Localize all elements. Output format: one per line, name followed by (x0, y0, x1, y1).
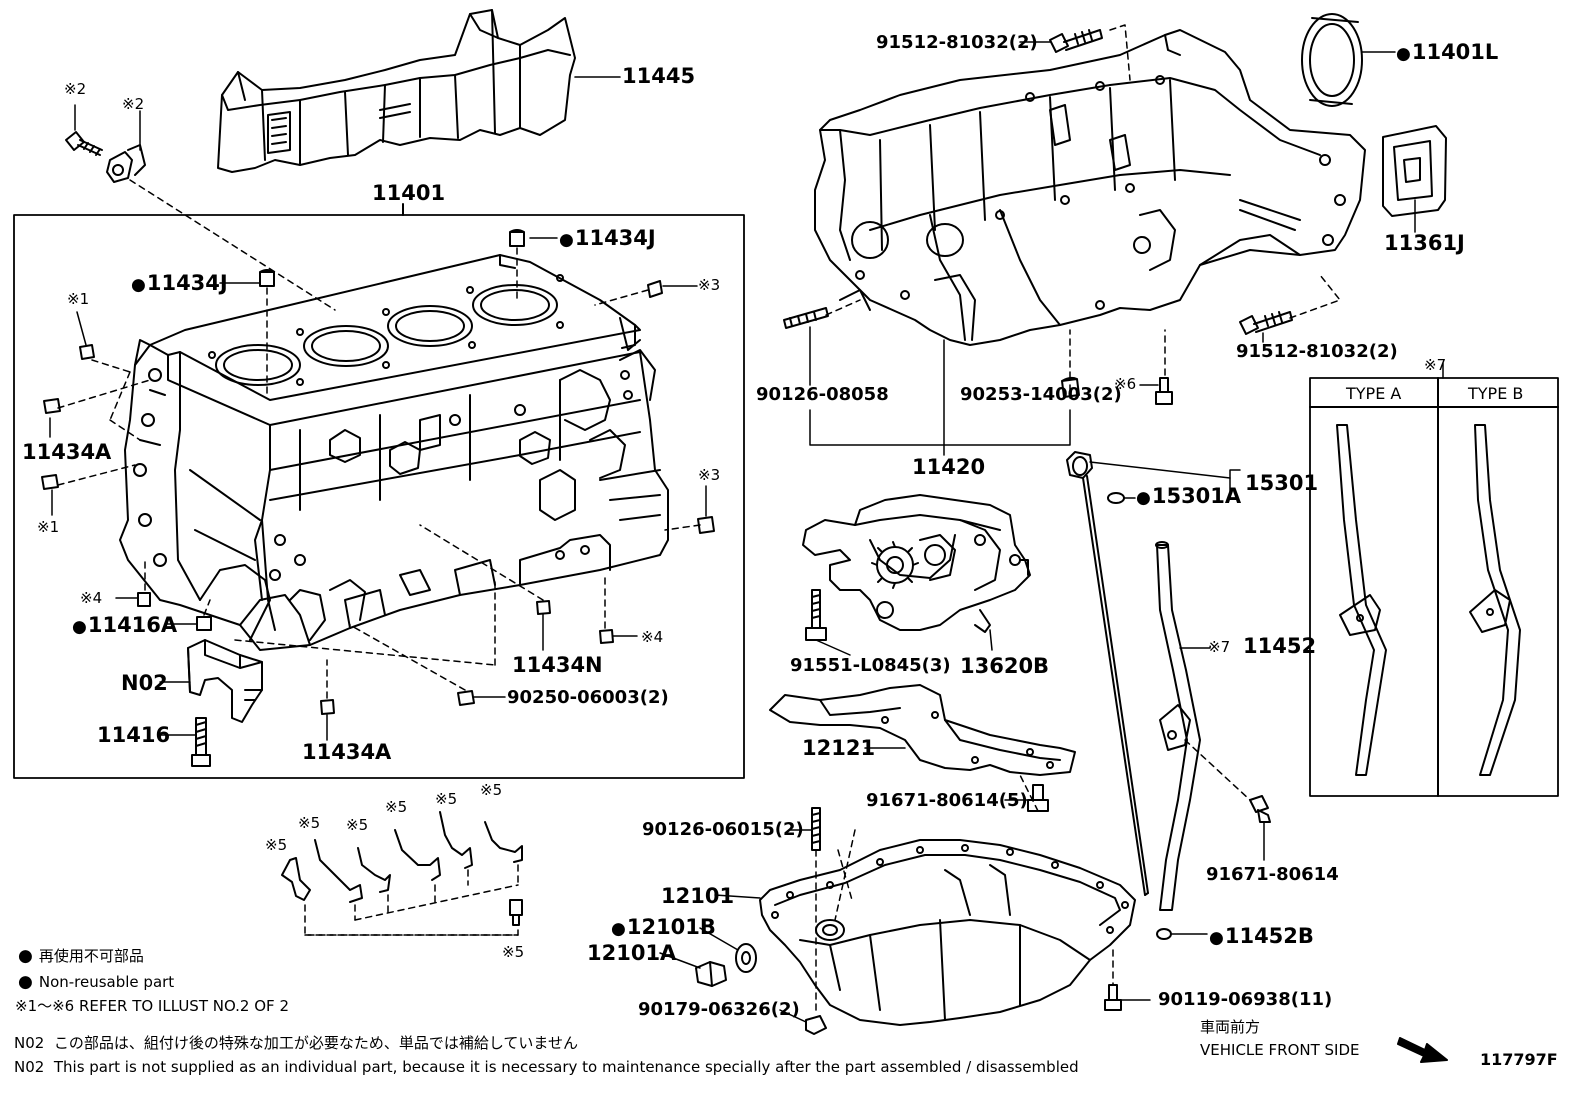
label-11434A-a: 11434A (22, 440, 112, 464)
ref-mark-5e: ※5 (435, 790, 458, 808)
label-11401L: 11401L (1396, 42, 1498, 63)
type-b-guide (1469, 424, 1521, 776)
type-a-header: TYPE A (1346, 384, 1402, 403)
label-12101: 12101 (661, 884, 735, 908)
ref-mark-6: ※6 (1114, 375, 1137, 393)
label-91671-5: 91671-80614(5) (866, 790, 1028, 811)
label-91551: 91551-L0845(3) (790, 655, 951, 676)
bolt-ref6 (1155, 377, 1173, 405)
nut-90179 (805, 1015, 827, 1035)
ref-mark-5g: ※5 (502, 943, 525, 961)
bearing-cap-n02 (159, 639, 263, 767)
ref-mark-4b: ※4 (641, 628, 664, 646)
label-11452B: 11452B (1209, 926, 1314, 947)
oil-pump-13620B (802, 494, 1031, 633)
label-90119: 90119-06938(11) (1158, 989, 1333, 1010)
legend-refer: ※1～※6 REFER TO ILLUST NO.2 OF 2 (15, 997, 289, 1015)
label-90253: 90253-14003(2) (960, 384, 1122, 405)
ref-mark-5d: ※5 (385, 798, 408, 816)
ref-mark-2a: ※2 (64, 80, 87, 98)
bolt-91512-bottom (1239, 311, 1293, 335)
ref-mark-2b: ※2 (122, 95, 145, 113)
ref-mark-1b: ※1 (37, 518, 60, 536)
stud-90126-06015 (811, 807, 821, 851)
label-11401: 11401 (372, 181, 446, 205)
ref-mark-1a: ※1 (67, 290, 90, 308)
dipstick-15301 (1066, 451, 1241, 896)
type-box (1309, 362, 1559, 797)
bolt-90119 (1104, 984, 1122, 1011)
label-11416A: 11416A (72, 615, 177, 636)
label-11445: 11445 (622, 64, 696, 88)
bolt-91671-5 (1027, 784, 1049, 812)
label-90250: 90250-06003(2) (507, 687, 669, 708)
label-15301A: 15301A (1136, 486, 1241, 507)
label-11420: 11420 (912, 455, 986, 479)
label-12101B: 12101B (611, 917, 716, 938)
bolt-ref2 (65, 131, 146, 183)
bolt-91551 (805, 589, 851, 656)
label-11452: 11452 (1243, 634, 1317, 658)
label-12101A: 12101A (587, 941, 677, 965)
label-11416: 11416 (97, 723, 171, 747)
bolt-91671 (1249, 795, 1271, 861)
label-11434A-b: 11434A (302, 740, 392, 764)
label-11434N: 11434N (512, 653, 603, 677)
ref-mark-5b: ※5 (298, 814, 321, 832)
label-90126-06015: 90126-06015(2) (642, 819, 804, 840)
cylinder-block (119, 254, 669, 651)
ref-mark-7b: ※7 (1424, 356, 1447, 374)
label-91671: 91671-80614 (1206, 864, 1339, 885)
illustration-number: 117797F (1480, 1050, 1558, 1069)
oil-pan-12101 (714, 839, 1136, 1026)
ref-mark-3b: ※3 (698, 466, 721, 484)
label-11434J-a: 11434J (559, 228, 656, 249)
label-90179: 90179-06326(2) (638, 999, 800, 1020)
label-11434J-b: 11434J (131, 273, 228, 294)
bolt-91512-top (1049, 29, 1103, 53)
legend-non-reusable-en: ●Non-reusable part (18, 972, 175, 992)
cover-11361J (1382, 125, 1447, 233)
ref-mark-7a: ※7 (1208, 638, 1231, 656)
label-13620B: 13620B (960, 654, 1050, 678)
label-91512-bottom: 91512-81032(2) (1236, 341, 1398, 362)
stud-90126-08058 (783, 307, 829, 329)
insulator-11445 (217, 9, 621, 173)
baffle-plate-12121 (769, 684, 1076, 776)
oil-nozzles (281, 811, 523, 926)
label-15301: 15301 (1245, 471, 1319, 495)
ref-mark-4a: ※4 (80, 589, 103, 607)
label-12121: 12121 (802, 736, 876, 760)
label-11361J: 11361J (1384, 231, 1465, 255)
ref-mark-5c: ※5 (346, 816, 369, 834)
vehicle-front-arrow (1397, 1037, 1448, 1063)
label-91512-top: 91512-81032(2) (876, 32, 1038, 53)
ref-mark-5a: ※5 (265, 836, 288, 854)
assembly-box-11401 (13, 214, 745, 779)
direction-jp: 車両前方 (1200, 1018, 1261, 1036)
ref-mark-3a: ※3 (698, 276, 721, 294)
oil-seal-11401L (1301, 13, 1396, 107)
label-N02: N02 (121, 671, 168, 695)
label-90126-08058: 90126-08058 (756, 384, 889, 405)
type-b-header: TYPE B (1468, 384, 1524, 403)
oil-pan-upper-11420 (814, 29, 1366, 346)
drain-plug-12101A (695, 961, 727, 987)
ref-mark-5f: ※5 (480, 781, 503, 799)
note-n02-jp: N02 この部品は、組付け後の特殊な加工が必要なため、単品では補給していません (14, 1034, 578, 1052)
note-n02-en: N02 This part is not supplied as an indi… (14, 1058, 1079, 1076)
dipstick-guide-11452 (1155, 541, 1211, 940)
direction-en: VEHICLE FRONT SIDE (1200, 1041, 1360, 1059)
legend-non-reusable-jp: ●再使用不可部品 (18, 946, 144, 966)
type-a-guide (1336, 424, 1387, 776)
